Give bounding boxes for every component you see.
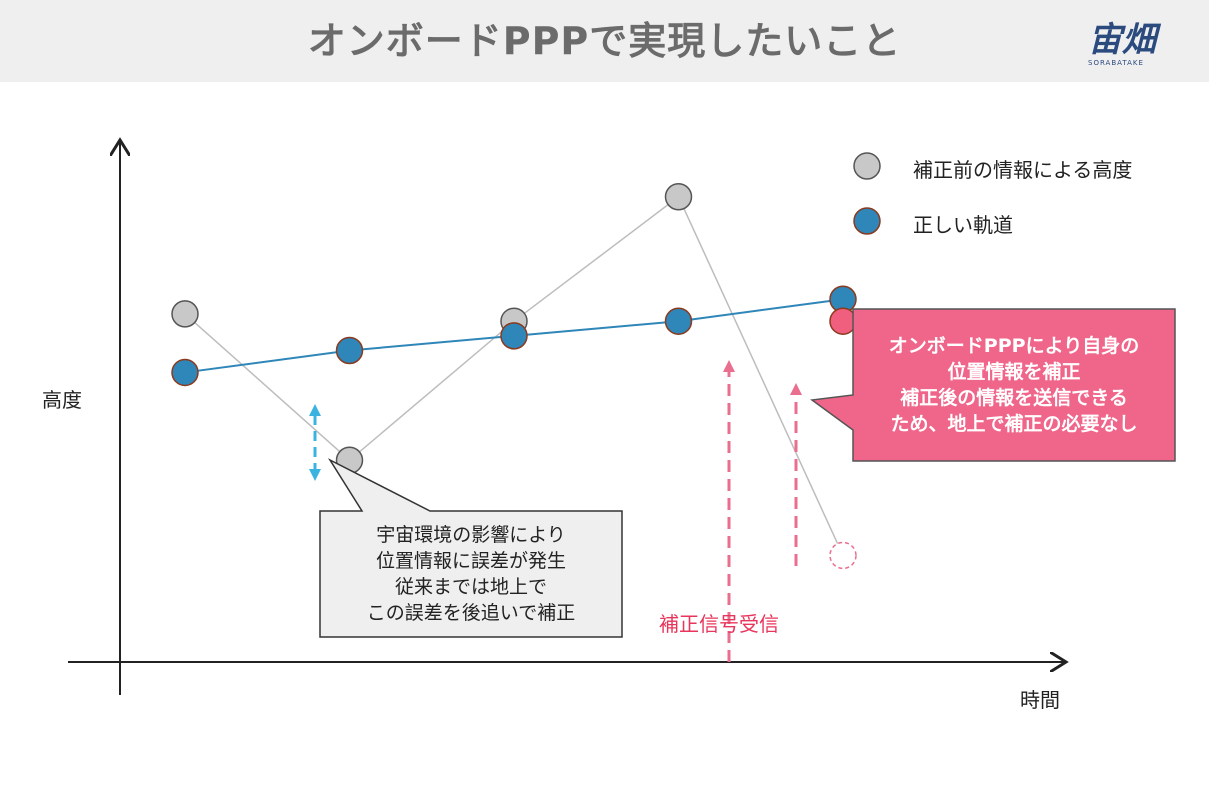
header-bar [0,0,1209,82]
pink-callout-box [810,308,1176,462]
gray-callout-line: この誤差を後追いで補正 [366,602,576,624]
blue-point [500,322,528,350]
pink-callout-text: オンボードPPPにより自身の 位置情報を補正 補正後の情報を送信できる ため、地… [853,309,1175,461]
blue-point [171,358,199,387]
gray-callout-text: 宇宙環境の影響により 位置情報に誤差が発生 従来までは地上で この誤差を後追いで… [320,511,622,637]
blue-point [664,307,693,335]
signal-arrow-head [723,360,735,372]
gray-line-segment [513,196,679,322]
pink-callout-line: 補正後の情報を送信できる [900,387,1128,409]
pink-callout-line: オンボードPPPにより自身の [888,335,1140,357]
gray-callout-box [319,458,623,638]
gray-line-segment [184,313,350,461]
correction-arrow-head [790,383,802,395]
gray-point-ghost [829,541,857,570]
pink-callout-line: 位置情報を補正 [947,361,1081,383]
gray-callout-line: 位置情報に誤差が発生 [375,550,566,572]
blue-point [335,336,364,365]
blue-line-segment [184,349,350,374]
error-arrow-head-top [309,404,321,416]
blue-line-segment [349,334,515,352]
page-title: オンボードPPPで実現したいこと [307,19,902,63]
y-axis-label: 高度 [42,388,82,412]
logo-mark: 宙畑 [1088,20,1156,60]
x-axis-label: 時間 [1020,688,1060,712]
legend-item-blue: 正しい軌道 [913,213,1013,237]
gray-point [664,183,693,211]
error-arrow-head-bottom [309,469,321,481]
blue-line-segment [513,320,679,337]
legend-gray-marker [853,152,881,180]
blue-line-segment [678,298,844,323]
pink-callout-line: ため、地上で補正の必要なし [890,413,1138,435]
logo-subtitle: SORABATAKE [1088,59,1144,67]
signal-label: 補正信号受信 [659,612,779,636]
brand-logo: 宙畑 SORABATAKE [1080,12,1180,74]
gray-series-line [184,196,844,556]
blue-series-line [184,298,844,374]
gray-callout-line: 従来までは地上で [394,576,547,598]
gray-line-segment [677,196,844,556]
gray-point [171,300,199,328]
gray-line-segment [349,320,515,461]
legend-blue-marker [853,207,881,235]
gray-callout-line: 宇宙環境の影響により [376,524,566,546]
legend-item-gray: 補正前の情報による高度 [913,158,1133,182]
